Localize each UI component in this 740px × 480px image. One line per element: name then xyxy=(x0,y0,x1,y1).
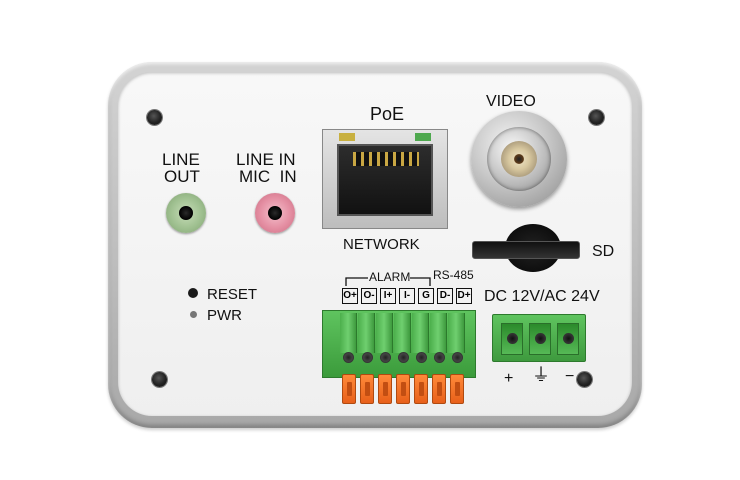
line-out-label-1: LINE xyxy=(162,150,200,169)
screw-bottom-right xyxy=(577,372,592,387)
terminal-cell xyxy=(394,313,411,353)
power-label: DC 12V/AC 24V xyxy=(484,288,600,305)
line-in-jack[interactable] xyxy=(255,193,295,233)
reset-button[interactable] xyxy=(188,288,198,298)
terminal-screw[interactable] xyxy=(343,352,354,363)
poe-label: PoE xyxy=(370,104,405,124)
power-plus-label: + xyxy=(504,370,514,387)
power-minus-label: − xyxy=(565,368,575,385)
terminal-screw[interactable] xyxy=(452,352,463,363)
video-label: VIDEO xyxy=(486,93,536,110)
terminal-screw[interactable] xyxy=(434,352,445,363)
terminal-lever[interactable] xyxy=(378,374,392,404)
terminal-lever[interactable] xyxy=(450,374,464,404)
terminal-lever[interactable] xyxy=(414,374,428,404)
power-led xyxy=(190,311,197,318)
terminal-cell xyxy=(430,313,447,353)
rs485-label: RS-485 xyxy=(433,268,474,282)
screw-top-right xyxy=(589,110,604,125)
terminal-cell xyxy=(412,313,429,353)
terminal-label-g: G xyxy=(418,288,434,304)
line-in-label-2: MIC IN xyxy=(239,167,297,186)
terminal-screw[interactable] xyxy=(362,352,373,363)
terminal-label-d-minus: D- xyxy=(437,288,453,304)
network-led-left xyxy=(339,133,355,141)
screw-bottom-left xyxy=(152,372,167,387)
terminal-cell xyxy=(358,313,375,353)
video-bnc-connector[interactable] xyxy=(471,111,567,207)
terminal-label-o-minus: O- xyxy=(361,288,377,304)
alarm-bracket xyxy=(345,277,431,286)
terminal-screw[interactable] xyxy=(398,352,409,363)
terminal-screw[interactable] xyxy=(416,352,427,363)
line-out-jack[interactable] xyxy=(166,193,206,233)
terminal-lever[interactable] xyxy=(342,374,356,404)
terminal-label-i-plus: I+ xyxy=(380,288,396,304)
terminal-lever[interactable] xyxy=(432,374,446,404)
power-terminal-block[interactable] xyxy=(492,314,586,362)
network-led-right xyxy=(415,133,431,141)
network-label: NETWORK xyxy=(343,236,420,253)
terminal-lever[interactable] xyxy=(396,374,410,404)
network-port[interactable] xyxy=(322,129,448,229)
terminal-cell xyxy=(340,313,357,353)
screw-top-left xyxy=(147,110,162,125)
terminal-label-i-minus: I- xyxy=(399,288,415,304)
reset-label: RESET xyxy=(207,286,258,303)
terminal-cell xyxy=(376,313,393,353)
alarm-label: ALARM xyxy=(369,270,411,284)
line-in-label-1: LINE IN xyxy=(236,150,296,169)
pwr-label: PWR xyxy=(207,307,242,324)
ground-icon: ⏚ xyxy=(532,365,550,385)
sd-card-slot[interactable] xyxy=(472,241,580,259)
line-out-label-2: OUT xyxy=(164,167,200,186)
sd-label: SD xyxy=(592,243,615,260)
terminal-cell xyxy=(448,313,465,353)
terminal-label-o-plus: O+ xyxy=(342,288,358,304)
terminal-lever[interactable] xyxy=(360,374,374,404)
terminal-screw[interactable] xyxy=(380,352,391,363)
terminal-label-d-plus: D+ xyxy=(456,288,472,304)
